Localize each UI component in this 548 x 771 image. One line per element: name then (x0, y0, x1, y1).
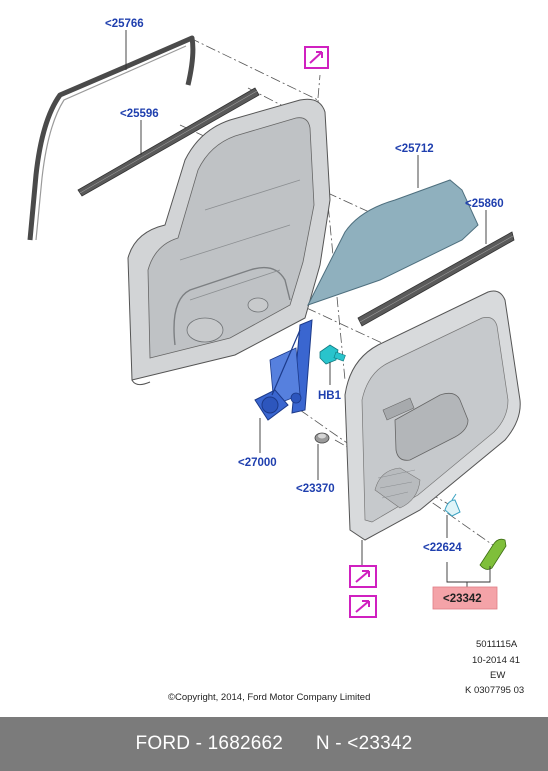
footer-part-number: FORD - 1682662 N - <23342 (135, 733, 413, 754)
window-regulator-27000[interactable] (254, 319, 313, 421)
highlight-box-23342 (432, 586, 498, 610)
info-line-3: EW (490, 670, 505, 681)
reference-marker-bottom[interactable] (349, 595, 377, 618)
callout-23342[interactable]: <23342 (443, 593, 482, 605)
callout-25860[interactable]: <25860 (465, 198, 504, 210)
bolt-hb1[interactable] (319, 344, 346, 365)
info-line-1: 5011115A (476, 639, 518, 650)
callout-23370[interactable]: <23370 (296, 483, 335, 495)
handle-23342[interactable] (479, 538, 507, 570)
arrow-icon (355, 600, 370, 613)
arrow-icon (309, 51, 323, 64)
arrow-icon (355, 570, 370, 583)
footer-bar: FORD - 1682662 N - <23342 (0, 717, 548, 771)
info-line-2: 10-2014 41 (472, 655, 520, 666)
copyright-notice: ©Copyright, 2014, Ford Motor Company Lim… (168, 692, 370, 703)
door-glass-25712[interactable] (306, 179, 479, 306)
callout-25712[interactable]: <25712 (395, 143, 434, 155)
drawing-info-block: 5011115A 10-2014 41 EW K 0307795 03 (465, 639, 524, 696)
callout-hb1[interactable]: HB1 (318, 390, 342, 402)
door-trim-panel[interactable] (344, 290, 521, 541)
callout-25766[interactable]: <25766 (105, 18, 144, 30)
grommet-23370[interactable] (314, 432, 330, 444)
info-line-4: K 0307795 03 (465, 685, 524, 696)
belt-weatherstrip-25860[interactable] (357, 231, 515, 327)
reference-marker-top[interactable] (304, 46, 329, 69)
callout-25596[interactable]: <25596 (120, 108, 159, 120)
exploded-view-diagram: <25766 <25596 <25712 <25860 HB1 <27000 <… (27, 18, 524, 703)
clip-22624[interactable] (444, 493, 461, 517)
door-weatherstrip-25766[interactable] (27, 35, 196, 241)
belt-molding-25596[interactable] (77, 87, 260, 197)
reference-marker-mid[interactable] (349, 565, 377, 588)
weatherstrip-highlight (35, 45, 187, 241)
callout-27000[interactable]: <27000 (238, 457, 277, 469)
door-shell[interactable] (127, 98, 331, 386)
leader-lines (125, 30, 491, 588)
callout-22624[interactable]: <22624 (423, 542, 462, 554)
